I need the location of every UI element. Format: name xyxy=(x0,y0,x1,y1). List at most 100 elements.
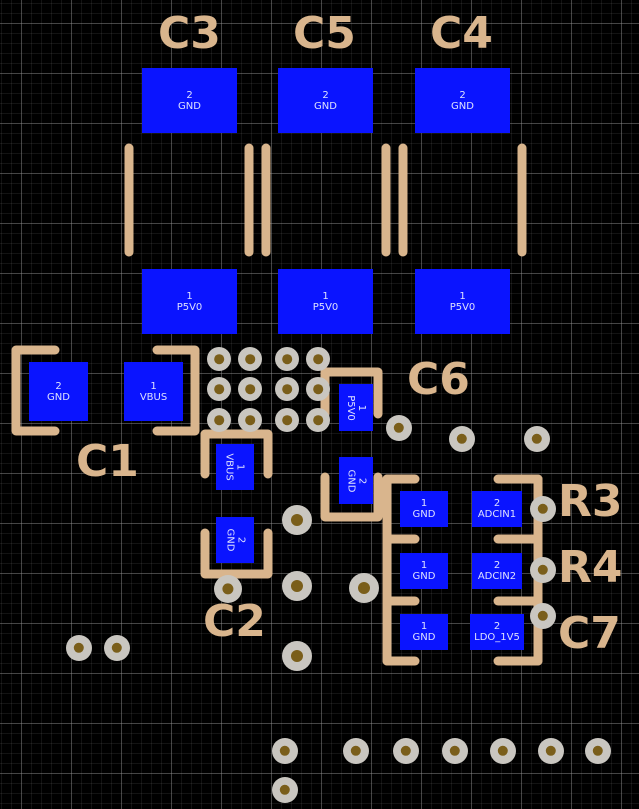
via[interactable] xyxy=(538,738,564,764)
via[interactable] xyxy=(393,738,419,764)
pad-net-label: GND xyxy=(224,528,235,552)
designator-c3: C3 xyxy=(158,8,221,59)
pad-net-label: GND xyxy=(178,100,201,112)
via[interactable] xyxy=(282,571,312,601)
via[interactable] xyxy=(524,426,550,452)
via[interactable] xyxy=(238,377,262,401)
designator-c5: C5 xyxy=(293,8,356,59)
c2-outline-bottom xyxy=(200,528,273,579)
r3-pad-2[interactable]: 2 ADCIN1 xyxy=(472,491,522,527)
designator-c6: C6 xyxy=(407,354,470,405)
via[interactable] xyxy=(490,738,516,764)
via[interactable] xyxy=(275,377,299,401)
pad-net-label: P5V0 xyxy=(344,394,356,421)
pad-net-label: ADCIN1 xyxy=(477,509,517,520)
via[interactable] xyxy=(275,408,299,432)
designator-r3: R3 xyxy=(558,476,623,527)
c6-pad-2[interactable]: 2 GND xyxy=(339,457,373,504)
via[interactable] xyxy=(306,377,330,401)
via[interactable] xyxy=(207,377,231,401)
pad-net-label: LDO_1V5 xyxy=(474,632,520,643)
via[interactable] xyxy=(282,641,312,671)
via[interactable] xyxy=(530,496,556,522)
c7-pad-1[interactable]: 1 GND xyxy=(400,614,448,650)
pad-number: 1 xyxy=(420,621,428,632)
pad-net-label: ADCIN2 xyxy=(477,571,517,582)
via[interactable] xyxy=(66,635,92,661)
c1-outline-right xyxy=(152,345,200,436)
pad-number: 1 xyxy=(459,290,466,302)
pad-number: 2 xyxy=(356,477,367,484)
pad-net-label: GND xyxy=(314,100,337,112)
pad-number: 2 xyxy=(493,560,501,571)
c1-pad-1[interactable]: 1 VBUS xyxy=(124,362,183,421)
via[interactable] xyxy=(306,347,330,371)
c1-outline-left xyxy=(11,345,60,436)
r3-pad-1[interactable]: 1 GND xyxy=(400,491,448,527)
c3-pad-2[interactable]: 2 GND xyxy=(142,68,237,133)
pad-number: 2 xyxy=(55,380,62,392)
designator-c4: C4 xyxy=(430,8,493,59)
c6-pad-1[interactable]: 1 P5V0 xyxy=(339,384,373,431)
pad-net-label: GND xyxy=(451,100,474,112)
via[interactable] xyxy=(238,408,262,432)
via[interactable] xyxy=(449,426,475,452)
pad-number: 1 xyxy=(420,498,428,509)
pad-net-label: GND xyxy=(47,391,70,403)
c1-pad-2[interactable]: 2 GND xyxy=(29,362,88,421)
pad-net-label: GND xyxy=(412,509,436,520)
pad-net-label: GND xyxy=(412,632,436,643)
via[interactable] xyxy=(104,635,130,661)
pad-number: 1 xyxy=(355,404,367,411)
pad-net-label: VBUS xyxy=(139,391,168,403)
pad-net-label: GND xyxy=(345,469,356,492)
c7-pad-2[interactable]: 2 LDO_1V5 xyxy=(470,614,524,650)
via[interactable] xyxy=(282,505,312,535)
pad-number: 2 xyxy=(459,89,466,101)
r4-pad-2[interactable]: 2 ADCIN2 xyxy=(472,553,522,589)
via[interactable] xyxy=(442,738,468,764)
c2-pad-1[interactable]: 1 VBUS xyxy=(216,444,254,490)
via[interactable] xyxy=(349,573,379,603)
pad-number: 2 xyxy=(186,89,193,101)
pad-number: 1 xyxy=(322,290,329,302)
pad-net-label: VBUS xyxy=(224,453,235,481)
via[interactable] xyxy=(272,738,298,764)
c2-pad-2[interactable]: 2 GND xyxy=(216,517,254,563)
pad-number: 2 xyxy=(493,621,501,632)
via[interactable] xyxy=(207,408,231,432)
pad-number: 2 xyxy=(235,536,246,544)
via[interactable] xyxy=(343,738,369,764)
pad-number: 2 xyxy=(322,89,329,101)
via[interactable] xyxy=(207,347,231,371)
pad-number: 1 xyxy=(150,380,157,392)
c5-pad-1[interactable]: 1 P5V0 xyxy=(278,269,373,334)
c3-pad-1[interactable]: 1 P5V0 xyxy=(142,269,237,334)
via[interactable] xyxy=(275,347,299,371)
pad-number: 1 xyxy=(235,463,246,471)
pad-number: 1 xyxy=(420,560,428,571)
c4-pad-2[interactable]: 2 GND xyxy=(415,68,510,133)
via[interactable] xyxy=(530,557,556,583)
designator-c7: C7 xyxy=(558,608,621,659)
c2-outline-top xyxy=(200,429,273,479)
c5-pad-2[interactable]: 2 GND xyxy=(278,68,373,133)
via[interactable] xyxy=(238,347,262,371)
pad-net-label: GND xyxy=(412,571,436,582)
pad-net-label: P5V0 xyxy=(312,301,339,313)
pad-number: 2 xyxy=(493,498,501,509)
designator-c2: C2 xyxy=(203,596,266,647)
via[interactable] xyxy=(585,738,611,764)
via[interactable] xyxy=(530,603,556,629)
via[interactable] xyxy=(272,777,298,803)
via[interactable] xyxy=(306,408,330,432)
c6-outline-bottom xyxy=(320,472,383,522)
designator-r4: R4 xyxy=(558,542,623,593)
via[interactable] xyxy=(214,575,242,603)
via[interactable] xyxy=(386,415,412,441)
pad-net-label: P5V0 xyxy=(449,301,476,313)
c4-pad-1[interactable]: 1 P5V0 xyxy=(415,269,510,334)
pad-net-label: P5V0 xyxy=(176,301,203,313)
r4-pad-1[interactable]: 1 GND xyxy=(400,553,448,589)
